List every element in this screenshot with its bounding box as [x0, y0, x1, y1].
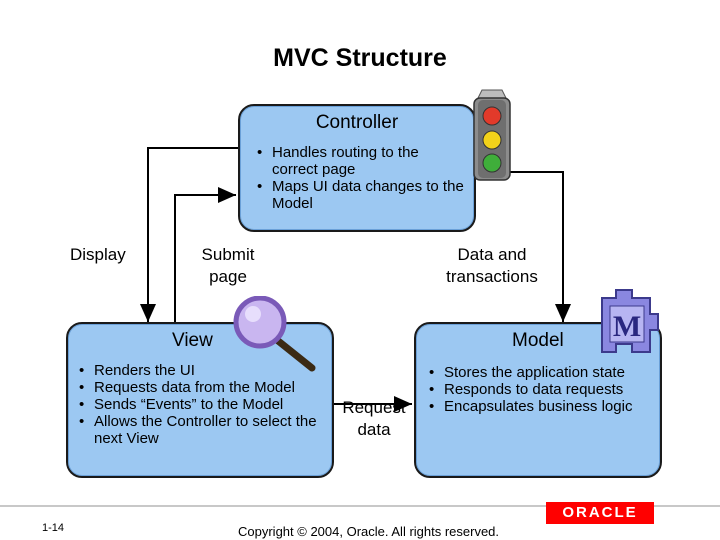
- view-title: View: [172, 330, 213, 351]
- list-item: Sends “Events” to the Model: [76, 396, 326, 413]
- list-item: Requests data from the Model: [76, 379, 326, 396]
- slide-title: MVC Structure: [273, 44, 447, 72]
- model-m-icon: M: [601, 289, 659, 353]
- page-number: 1-14: [42, 522, 65, 534]
- list-item: Maps UI data changes to the Model: [254, 178, 464, 212]
- traffic-light-icon: [473, 89, 511, 181]
- list-item: Renders the UI: [76, 362, 326, 379]
- list-item: Handles routing to the correct page: [254, 144, 464, 178]
- magnifier-icon: [233, 296, 316, 372]
- submit-page-arrow: [174, 187, 236, 322]
- footer-divider: [0, 505, 720, 507]
- model-bullets: Stores the application state Responds to…: [426, 364, 658, 415]
- display-label: Display: [70, 245, 126, 264]
- data-transactions-label: Data and transactions: [446, 245, 538, 286]
- display-arrow: [140, 147, 240, 322]
- list-item: Allows the Controller to select the next…: [76, 413, 326, 447]
- svg-text:M: M: [613, 310, 641, 343]
- list-item: Encapsulates business logic: [426, 398, 658, 415]
- model-title: Model: [512, 330, 564, 351]
- list-item: Stores the application state: [426, 364, 658, 381]
- model-box: Model Stores the application state Respo…: [414, 322, 662, 478]
- submit-page-label: Submit page: [201, 245, 255, 286]
- controller-title: Controller: [315, 112, 399, 133]
- view-bullets: Renders the UI Requests data from the Mo…: [76, 362, 326, 447]
- list-item: Responds to data requests: [426, 381, 658, 398]
- controller-bullets: Handles routing to the correct page Maps…: [254, 144, 464, 212]
- copyright-text: Copyright © 2004, Oracle. All rights res…: [238, 524, 500, 539]
- controller-box: Controller Handles routing to the correc…: [238, 104, 476, 232]
- request-data-label: Request data: [342, 398, 406, 439]
- oracle-logo: ORACLE: [546, 502, 654, 524]
